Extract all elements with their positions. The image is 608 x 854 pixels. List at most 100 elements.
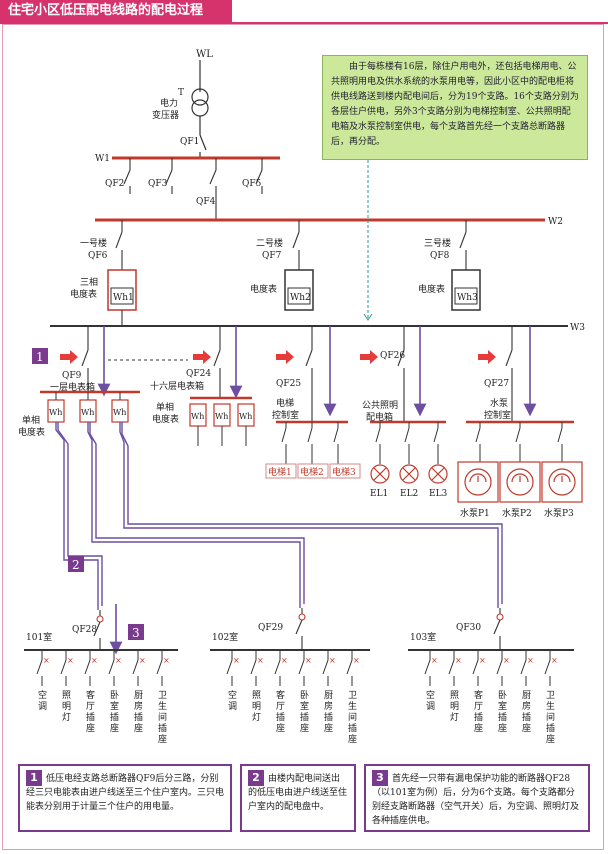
caption-3-text: 首先经一只带有漏电保护功能的断路器QF28（以101室为例）后，分为6个支路。每… <box>372 774 580 826</box>
transformer-label-2: 变压器 <box>152 109 179 121</box>
pump-label-1: 水泵 <box>490 397 508 409</box>
breaker-cross-icon: × <box>479 656 486 665</box>
breaker-cross-icon: × <box>551 656 558 665</box>
qf2-label: QF2 <box>105 179 124 189</box>
wl-label: WL <box>196 49 213 60</box>
qf30-label: QF30 <box>456 623 481 633</box>
circuit-breaker <box>424 650 431 686</box>
pump3-label: 水泵P3 <box>544 507 574 519</box>
meter2-label: 电度表 <box>250 283 277 295</box>
caption-1-text: 低压电经支路总断路器QF9后分三路，分别经三只电能表由进户线送至三个住户室内。三… <box>26 774 225 812</box>
qf8-label: QF8 <box>430 251 450 261</box>
breaker-cross-icon: × <box>503 656 510 665</box>
circuit-label-char: 明 <box>450 701 459 712</box>
circuit-label-char: 明 <box>62 701 71 712</box>
pump2-label: 水泵P2 <box>502 507 532 519</box>
wh-f16b: Wh <box>215 412 228 421</box>
circuit-breaker <box>496 650 503 686</box>
qf24-label: QF24 <box>186 369 211 379</box>
circuit-breaker <box>226 650 233 686</box>
circuit-label-char: 插 <box>110 711 119 723</box>
circuit-breaker <box>472 650 479 686</box>
floor1-label: 一层电表箱 <box>50 381 95 393</box>
circuit-label-char: 座 <box>300 722 309 734</box>
breaker-cross-icon: × <box>67 656 74 665</box>
public-label-1: 公共照明 <box>362 400 398 411</box>
circuit-label-char: 厅 <box>276 701 285 712</box>
b3-label: 三号楼 <box>424 237 451 249</box>
breaker-cross-icon: × <box>257 656 264 665</box>
breaker-cross-icon: × <box>233 656 240 665</box>
wh-f16c: Wh <box>239 412 252 421</box>
pump-label-2: 控制室 <box>484 409 511 421</box>
transformer-icon <box>191 60 209 135</box>
circuit-label-char: 卫 <box>546 691 555 701</box>
circuit-label-char: 卫 <box>348 691 357 701</box>
circuit-label-char: 客 <box>86 689 95 701</box>
circuit-label-char: 卫 <box>158 691 167 701</box>
lamp1-label: EL1 <box>370 489 388 499</box>
circuit-label-char: 生 <box>546 700 555 712</box>
circuit-label-char: 卧 <box>300 689 309 701</box>
step3-badge: 3 <box>132 626 140 640</box>
elevator-2: 电梯2 <box>300 466 324 478</box>
breaker-cross-icon: × <box>163 656 170 665</box>
meter1-label-2: 电度表 <box>70 288 97 300</box>
circuit-label-char: 厨 <box>324 690 333 701</box>
circuit-label-char: 间 <box>348 711 357 723</box>
qf27-label: QF27 <box>484 379 509 389</box>
circuit-label-char: 房 <box>522 700 531 712</box>
single-label-1a: 单相 <box>22 414 40 426</box>
w3-label: W3 <box>570 323 585 333</box>
circuit-breaker <box>60 650 67 686</box>
t-label: T <box>178 88 184 98</box>
qf6-label: QF6 <box>88 251 108 261</box>
wh1-label: Wh1 <box>113 293 134 303</box>
circuit-label-char: 客 <box>474 689 483 701</box>
circuit-label-char: 生 <box>348 700 357 712</box>
wh-f1b: Wh <box>81 408 94 417</box>
circuit-breaker <box>156 650 163 686</box>
circuit-label-char: 灯 <box>252 712 261 723</box>
qf1-label: QF1 <box>180 137 199 147</box>
circuit-label-char: 调 <box>426 701 435 712</box>
wh3-meter <box>451 269 481 311</box>
breaker-cross-icon: × <box>329 656 336 665</box>
circuit-breaker <box>84 650 91 686</box>
explanation-note: 由于每栋楼有16层，除住户用电外，还包括电梯用电、公共照明用电及供水系统的水泵用… <box>322 55 588 160</box>
qf29-label: QF29 <box>258 623 283 633</box>
circuit-breaker <box>108 650 115 686</box>
qf25-label: QF25 <box>276 379 301 389</box>
elevator-label-1: 电梯 <box>276 397 294 409</box>
circuit-label-char: 插 <box>498 711 507 723</box>
circuit-label-char: 座 <box>134 722 143 734</box>
circuit-label-char: 座 <box>546 733 555 745</box>
room102-label: 102室 <box>212 631 238 643</box>
breaker-cross-icon: × <box>281 656 288 665</box>
circuit-label-char: 生 <box>158 700 167 712</box>
circuit-label-char: 照 <box>450 690 459 701</box>
breaker-cross-icon: × <box>305 656 312 665</box>
caption-2-number: 2 <box>248 770 264 786</box>
circuit-label-char: 客 <box>276 689 285 701</box>
circuit-label-char: 插 <box>348 722 357 734</box>
breaker-cross-icon: × <box>139 656 146 665</box>
circuit-label-char: 座 <box>110 722 119 734</box>
circuit-label-char: 空 <box>228 689 237 701</box>
circuit-label-char: 座 <box>348 733 357 745</box>
floor1-meters <box>47 392 129 423</box>
meter3-label: 电度表 <box>418 283 445 295</box>
breaker-cross-icon: × <box>431 656 438 665</box>
elevator-3: 电梯3 <box>332 466 356 478</box>
breaker-cross-icon: × <box>115 656 122 665</box>
qf3-label: QF3 <box>148 179 168 189</box>
circuit-label-char: 灯 <box>450 712 459 723</box>
room103-label: 103室 <box>410 631 436 643</box>
circuit-label-char: 插 <box>134 711 143 723</box>
caption-1-number: 1 <box>26 770 42 786</box>
wh-f16a: Wh <box>191 412 204 421</box>
room101-label: 101室 <box>26 631 52 643</box>
meter1-label-1: 三相 <box>80 276 98 288</box>
